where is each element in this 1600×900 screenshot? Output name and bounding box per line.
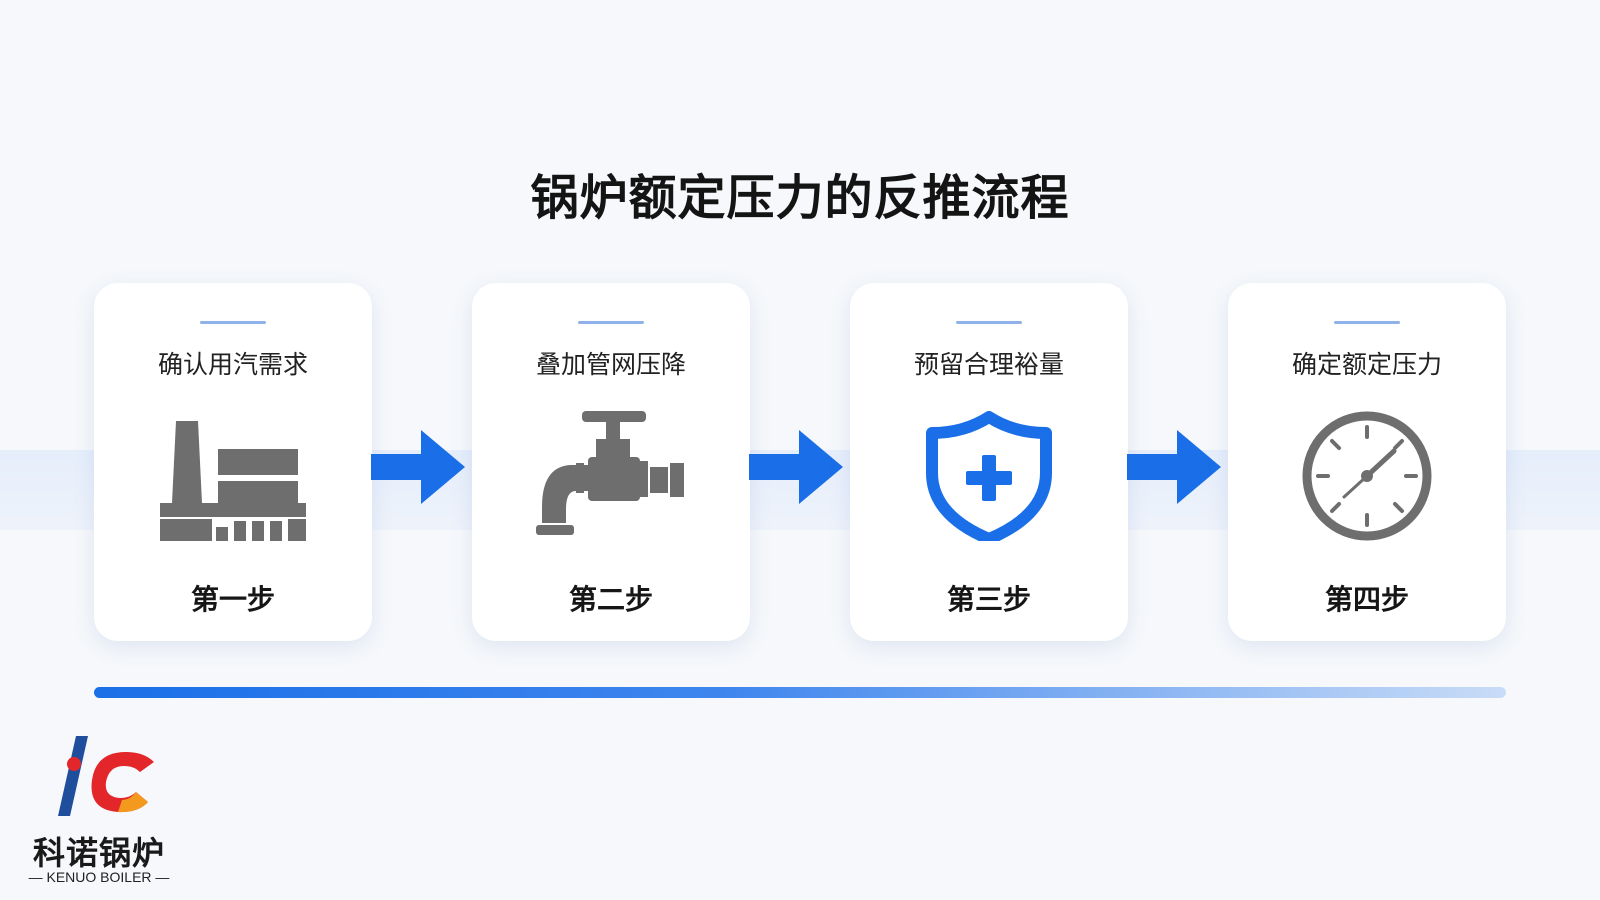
card-accent-bar — [578, 321, 644, 324]
step-number: 第二步 — [568, 583, 653, 616]
progress-bar — [94, 687, 1506, 698]
page-title: 锅炉额定压力的反推流程 — [530, 170, 1070, 226]
step-number: 第四步 — [1324, 583, 1409, 616]
step-card-4: 确定额定压力 第四步 — [1228, 283, 1506, 641]
step-card-1: 确认用汽需求 第一步 — [94, 283, 372, 641]
card-accent-bar — [200, 321, 266, 324]
logo-name: 科诺锅炉 — [32, 834, 165, 872]
step-number: 第一步 — [190, 583, 275, 616]
step-label: 叠加管网压降 — [535, 350, 686, 379]
arrow-right-icon — [749, 430, 843, 504]
step-card-2: 叠加管网压降 第二步 — [472, 283, 750, 641]
arrow-right-icon — [1127, 430, 1221, 504]
kenuo-logo-icon — [58, 736, 154, 816]
pressure-gauge-icon — [1302, 411, 1432, 541]
step-label: 预留合理裕量 — [913, 350, 1064, 379]
shield-plus-icon — [926, 411, 1052, 541]
step-number: 第三步 — [946, 583, 1031, 616]
valve-pipe-icon — [536, 411, 684, 535]
logo-subtitle: — KENUO BOILER — — [28, 869, 170, 885]
company-logo: 科诺锅炉 — KENUO BOILER — — [14, 736, 184, 886]
step-label: 确定额定压力 — [1291, 350, 1442, 379]
factory-icon — [160, 421, 306, 541]
step-card-3: 预留合理裕量 第三步 — [850, 283, 1128, 641]
card-accent-bar — [956, 321, 1022, 324]
card-accent-bar — [1334, 321, 1400, 324]
arrow-right-icon — [371, 430, 465, 504]
step-label: 确认用汽需求 — [157, 350, 308, 379]
